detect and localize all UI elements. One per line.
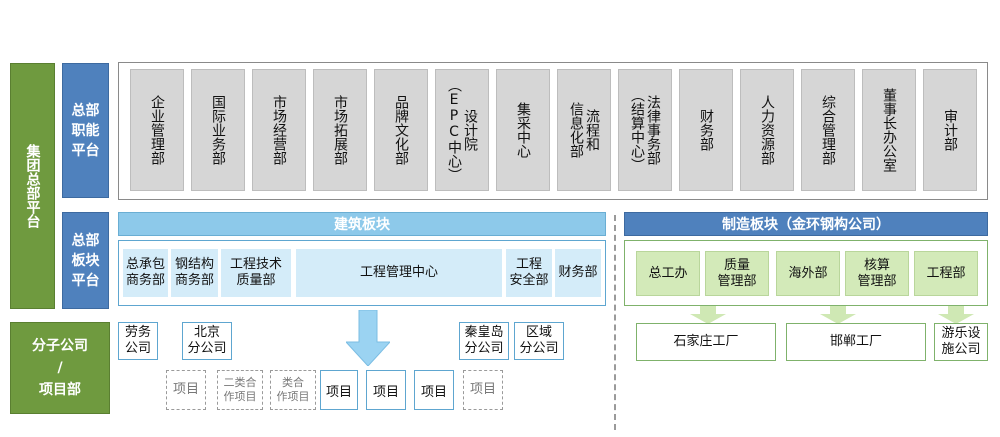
dept-label: 集采中心 [515, 102, 531, 158]
subsidiaries-label-text: 分子公司 / 项目部 [32, 338, 88, 398]
amusement-facilities-company: 游乐设 施公司 [934, 323, 988, 361]
project-label: 类合 作项目 [276, 376, 310, 403]
construction-unit-finance: 财务部 [555, 249, 601, 297]
construction-block-header: 建筑板块 [118, 212, 606, 236]
mfg-unit-label: 海外部 [788, 265, 828, 281]
project-label: 项目 [172, 382, 199, 397]
arrow-down-icon [690, 306, 726, 324]
group-hq-platform-text: 集团总部平台 [24, 144, 41, 228]
construction-unit-label: 总承包 商务部 [125, 257, 165, 288]
dept-finance: 财务部 [679, 69, 733, 191]
project-label: 项目 [469, 382, 496, 397]
dept-label: 财务部 [698, 109, 714, 151]
project-box: 项目 [366, 370, 406, 410]
factory-arrows [690, 306, 974, 324]
dept-process-it: 流程和 信息化部 [557, 69, 611, 191]
subsidiary-labor-company: 劳务 公司 [118, 322, 158, 360]
dept-label: 品牌文化部 [393, 95, 409, 165]
subsidiary-label: 秦皇岛 分公司 [464, 325, 504, 356]
hq-sector-platform-text: 总部 板块 平台 [71, 232, 100, 289]
construction-unit-label: 工程技术 质量部 [229, 257, 282, 288]
subsidiary-label: 北京 分公司 [187, 325, 227, 356]
dept-market-expansion: 市场拓展部 [313, 69, 367, 191]
subsidiary-label: 区域 分公司 [519, 325, 559, 356]
dept-label: 人力资源部 [759, 95, 775, 165]
project-label: 项目 [325, 384, 352, 400]
construction-unit-label: 工程管理中心 [359, 265, 438, 280]
factory-label: 石家庄工厂 [673, 334, 739, 349]
project-label: 二类合 作项目 [223, 376, 257, 403]
manufacturing-block-title: 制造板块（金环钢构公司） [722, 217, 890, 233]
subsidiary-regional-branch: 区域 分公司 [514, 322, 564, 360]
project-box: 项目 [320, 370, 358, 410]
dept-general-management: 综合管理部 [801, 69, 855, 191]
subsidiary-qinhuangdao-branch: 秦皇岛 分公司 [459, 322, 509, 360]
dept-label: 流程和 信息化部 [568, 102, 600, 158]
mfg-unit-label: 质量 管理部 [717, 257, 757, 289]
factory-label: 邯郸工厂 [829, 334, 882, 349]
dept-label: 董事长办公室 [881, 88, 897, 172]
dept-market-operations: 市场经营部 [252, 69, 306, 191]
project-box: 项目 [463, 370, 503, 410]
dept-label: 综合管理部 [820, 95, 836, 165]
down-arrow-icon [346, 310, 390, 366]
mfg-unit-label: 总工办 [648, 265, 688, 281]
hq-function-platform-label: 总部 职能 平台 [62, 63, 109, 198]
factory-label: 游乐设 施公司 [941, 326, 981, 357]
project-label: 项目 [420, 384, 447, 400]
dept-brand-culture: 品牌文化部 [374, 69, 428, 191]
group-hq-platform-label: 集团总部平台 [10, 63, 55, 309]
dept-procurement-center: 集采中心 [496, 69, 550, 191]
arrow-down-icon [820, 306, 856, 324]
dept-label: 市场拓展部 [332, 95, 348, 165]
factory-shijiazhuang: 石家庄工厂 [636, 323, 776, 361]
construction-unit-tech-quality: 工程技术 质量部 [221, 249, 291, 297]
dept-label: 法律事务部 （结算中心） [629, 88, 661, 172]
dept-design-institute: 设计院 （EPC中心） [435, 69, 489, 191]
sector-divider [614, 215, 616, 430]
mfg-unit-overseas: 海外部 [776, 251, 840, 296]
subsidiary-beijing-branch: 北京 分公司 [182, 322, 232, 360]
project-box: 项目 [414, 370, 454, 410]
cooperation-project-box: 类合 作项目 [270, 370, 316, 410]
dept-human-resources: 人力资源部 [740, 69, 794, 191]
dept-label: 审计部 [942, 109, 958, 151]
construction-unit-steel-commerce: 钢结构 商务部 [171, 249, 218, 297]
dept-enterprise-management: 企业管理部 [130, 69, 184, 191]
dept-legal-affairs: 法律事务部 （结算中心） [618, 69, 672, 191]
project-box: 项目 [166, 370, 206, 410]
mfg-unit-engineering: 工程部 [914, 251, 978, 296]
construction-unit-label: 财务部 [558, 265, 598, 280]
cooperation-project-box: 二类合 作项目 [217, 370, 263, 410]
hq-function-platform-text: 总部 职能 平台 [71, 102, 100, 159]
factory-handan: 邯郸工厂 [786, 323, 926, 361]
construction-unit-label: 钢结构 商务部 [174, 257, 214, 288]
mfg-unit-label: 工程部 [926, 265, 966, 281]
mfg-unit-accounting-mgmt: 核算 管理部 [845, 251, 909, 296]
mfg-unit-chief-engineer-office: 总工办 [636, 251, 700, 296]
hq-sector-platform-label: 总部 板块 平台 [62, 212, 109, 309]
dept-label: 企业管理部 [149, 95, 165, 165]
subsidiaries-label: 分子公司 / 项目部 [10, 322, 110, 414]
construction-block-title: 建筑板块 [334, 217, 390, 233]
construction-unit-safety: 工程 安全部 [506, 249, 552, 297]
manufacturing-block-header: 制造板块（金环钢构公司） [624, 212, 988, 236]
dept-label: 市场经营部 [271, 95, 287, 165]
construction-unit-label: 工程 安全部 [509, 257, 549, 288]
dept-chairman-office: 董事长办公室 [862, 69, 916, 191]
mfg-unit-label: 核算 管理部 [857, 257, 897, 289]
dept-international-business: 国际业务部 [191, 69, 245, 191]
dept-audit: 审计部 [923, 69, 977, 191]
hq-departments-frame [118, 62, 988, 200]
mfg-unit-quality-mgmt: 质量 管理部 [705, 251, 769, 296]
project-label: 项目 [372, 384, 399, 400]
construction-unit-gc-commerce: 总承包 商务部 [123, 249, 168, 297]
dept-label: 国际业务部 [210, 95, 226, 165]
construction-unit-project-mgmt-center: 工程管理中心 [296, 249, 502, 297]
subsidiary-label: 劳务 公司 [124, 325, 151, 356]
dept-label: 设计院 （EPC中心） [446, 78, 478, 182]
arrow-down-icon [938, 306, 974, 324]
